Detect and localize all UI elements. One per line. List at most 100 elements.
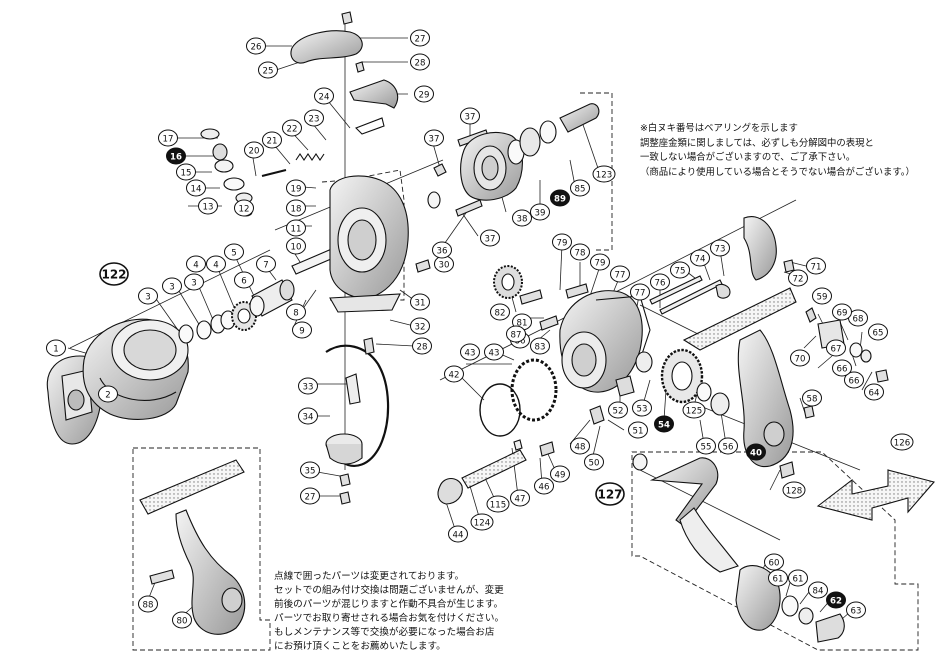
part-callout: 123	[592, 165, 616, 183]
callout-circle	[570, 437, 590, 455]
part-callout: 85	[570, 179, 590, 197]
callout-number: 75	[675, 266, 686, 276]
part-callout: 26	[246, 37, 266, 55]
callout-circle	[298, 407, 318, 425]
change-note-line: 点線で囲ったパーツは変更されております。	[274, 571, 465, 582]
callout-number: 4	[193, 260, 198, 270]
part-callout: 67	[826, 339, 846, 357]
part-callout: 24	[314, 87, 334, 105]
cap-72	[743, 216, 777, 281]
part-callout: 82	[490, 303, 510, 321]
washer-3a	[178, 324, 194, 344]
callout-circle	[224, 243, 244, 261]
callout-number: 34	[303, 412, 314, 422]
side-cover	[737, 329, 794, 468]
rotor	[329, 175, 409, 313]
callout-number: 123	[596, 170, 612, 180]
callout-number: 56	[723, 442, 734, 452]
callout-circle	[782, 481, 806, 499]
callout-circle	[802, 389, 822, 407]
part-callout: 22	[282, 119, 302, 137]
callout-circle	[595, 482, 625, 506]
callout-circle	[832, 303, 852, 321]
callout-number: 37	[429, 134, 440, 144]
part-callout: 9	[292, 321, 312, 339]
part-callout: 14	[186, 179, 206, 197]
callout-number: 39	[535, 208, 546, 218]
change-note: 点線で囲ったパーツは変更されております。 セットでの組み付け交換は問題ございませ…	[274, 570, 534, 654]
part-callout: 48	[570, 437, 590, 455]
callout-circle	[480, 229, 500, 247]
assembly-callout: 122	[99, 262, 129, 286]
handle-assembly	[649, 457, 845, 643]
foot-60	[682, 287, 797, 351]
bearing-callout: 89	[550, 189, 570, 207]
callout-circle	[166, 147, 186, 165]
callout-circle	[234, 199, 254, 217]
part-callout: 61	[768, 569, 788, 587]
callout-number: 64	[869, 388, 880, 398]
part-callout: 61	[788, 569, 808, 587]
callout-number: 125	[686, 406, 702, 416]
callout-number: 74	[695, 254, 706, 264]
pinion-123	[559, 103, 600, 133]
callout-number: 10	[291, 242, 302, 252]
part-callout: 19	[286, 179, 306, 197]
callout-circle	[424, 129, 444, 147]
change-note-line: セットでの組み付け交換は問題ございませんが、変更	[274, 585, 504, 596]
part-callout: 76	[650, 273, 670, 291]
callout-number: 19	[291, 184, 302, 194]
callout-circle	[234, 271, 254, 289]
callout-circle	[570, 179, 590, 197]
part-callout: 88	[138, 595, 158, 613]
part-callout: 17	[158, 129, 178, 147]
part-callout: 79	[590, 253, 610, 271]
part-callout: 80	[172, 611, 192, 629]
part-callout: 15	[176, 163, 196, 181]
callout-circle	[718, 437, 738, 455]
callout-number: 35	[305, 466, 316, 476]
part-callout: 69	[832, 303, 852, 321]
callout-circle	[198, 197, 218, 215]
callout-number: 3	[191, 278, 196, 288]
callout-circle	[788, 569, 808, 587]
callout-circle	[868, 323, 888, 341]
part-callout: 5	[224, 243, 244, 261]
callout-circle	[592, 165, 616, 183]
part-callout: 21	[262, 131, 282, 149]
bearing-callout: 16	[166, 147, 186, 165]
part-callout: 77	[610, 265, 630, 283]
part-callout: 38	[512, 209, 532, 227]
washer-56	[696, 382, 712, 402]
bail-arm-29	[349, 79, 399, 109]
callout-number: 25	[263, 66, 274, 76]
callout-number: 82	[495, 308, 506, 318]
part-callout: 29	[414, 85, 434, 103]
part-callout: 4	[186, 255, 206, 273]
callout-circle	[282, 119, 302, 137]
callout-number: 89	[554, 194, 566, 204]
callout-circle	[138, 287, 158, 305]
callout-number: 28	[417, 342, 428, 352]
bearing-89	[519, 127, 541, 157]
callout-circle	[510, 489, 530, 507]
callout-number: 66	[849, 376, 860, 386]
callout-number: 3	[145, 292, 150, 302]
part-callout: 6	[234, 271, 254, 289]
callout-circle	[808, 581, 828, 599]
part-callout: 43	[460, 343, 480, 361]
callout-number: 66	[837, 364, 848, 374]
callout-number: 53	[637, 404, 648, 414]
callout-number: 115	[490, 500, 506, 510]
callout-number: 127	[597, 488, 622, 502]
bearing-callout: 62	[826, 591, 846, 609]
part-callout: 32	[410, 317, 430, 335]
callout-number: 124	[474, 518, 490, 528]
bearing-40	[710, 392, 730, 416]
part-callout: 49	[550, 465, 570, 483]
callout-number: 15	[181, 168, 192, 178]
bearing-54	[635, 351, 653, 373]
callout-number: 33	[303, 382, 314, 392]
callout-circle	[590, 253, 610, 271]
callout-circle	[746, 443, 766, 461]
